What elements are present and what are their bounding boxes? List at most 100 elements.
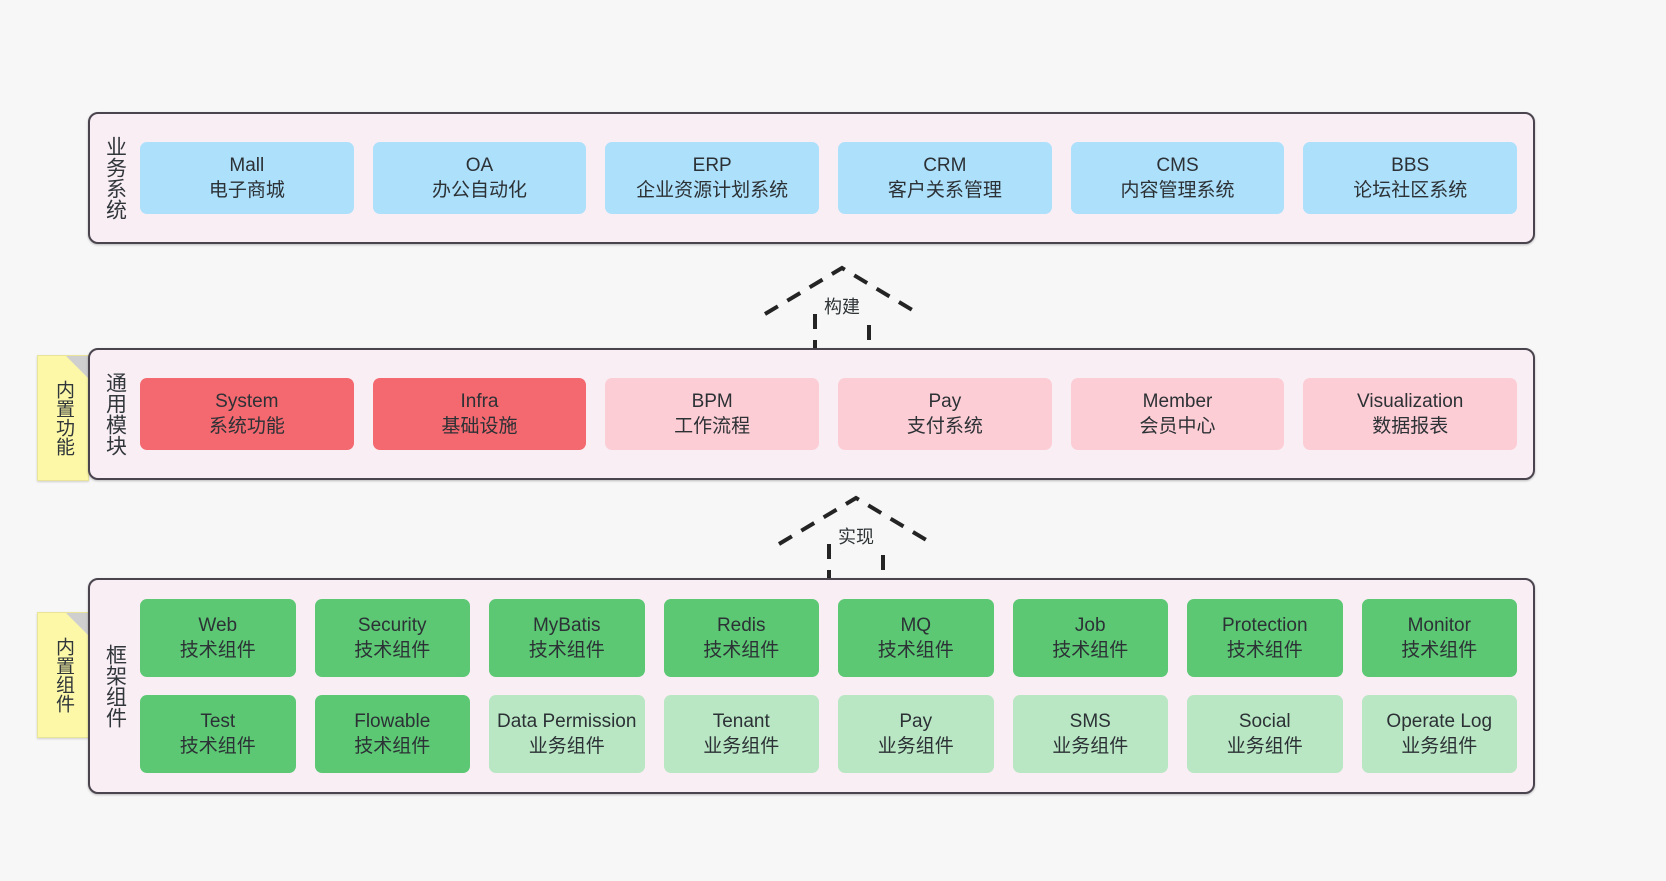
note-label: 内置功能 bbox=[53, 380, 74, 456]
card-name: Flowable bbox=[354, 711, 431, 732]
card-name: Protection bbox=[1221, 615, 1308, 636]
card-desc: 办公自动化 bbox=[432, 180, 528, 201]
card-desc: 业务组件 bbox=[1401, 736, 1478, 757]
layer-title-common: 通用模块 bbox=[103, 372, 127, 456]
note-label: 内置组件 bbox=[53, 637, 74, 713]
layer-title-frame: 框架组件 bbox=[103, 644, 127, 728]
card-pay-component[interactable]: Pay 业务组件 bbox=[838, 695, 994, 773]
card-desc: 工作流程 bbox=[674, 416, 751, 437]
card-web[interactable]: Web 技术组件 bbox=[140, 599, 296, 677]
layer-framework-components[interactable]: 框架组件 Web 技术组件 Security 技术组件 MyBatis 技术组件… bbox=[88, 578, 1535, 794]
card-desc: 客户关系管理 bbox=[887, 180, 1002, 201]
card-desc: 技术组件 bbox=[179, 736, 256, 757]
card-desc: 系统功能 bbox=[208, 416, 285, 437]
arrowhead-build bbox=[763, 265, 921, 316]
card-name: Job bbox=[1074, 615, 1106, 636]
card-name: Pay bbox=[928, 391, 962, 412]
card-operate-log[interactable]: Operate Log 业务组件 bbox=[1361, 695, 1517, 773]
card-erp[interactable]: ERP 企业资源计划系统 bbox=[605, 142, 820, 214]
card-desc: 技术组件 bbox=[877, 640, 954, 661]
layer-common-modules[interactable]: 通用模块 System 系统功能 Infra 基础设施 BPM 工作流程 Pay… bbox=[88, 348, 1535, 480]
arrow-shaft-build bbox=[813, 314, 871, 354]
card-desc: 会员中心 bbox=[1139, 416, 1216, 437]
note-builtin-features[interactable]: 内置功能 bbox=[37, 355, 89, 481]
arrow-shaft-realize bbox=[827, 544, 885, 584]
note-builtin-components[interactable]: 内置组件 bbox=[37, 612, 89, 738]
card-system[interactable]: System 系统功能 bbox=[140, 378, 354, 450]
card-bpm[interactable]: BPM 工作流程 bbox=[605, 378, 820, 450]
card-name: BBS bbox=[1391, 155, 1430, 176]
card-sms[interactable]: SMS 业务组件 bbox=[1012, 695, 1168, 773]
card-redis[interactable]: Redis 技术组件 bbox=[663, 599, 819, 677]
card-name: Infra bbox=[460, 391, 499, 412]
card-name: System bbox=[215, 391, 279, 412]
connector-build: 构建 bbox=[757, 258, 927, 358]
card-data-permission[interactable]: Data Permission 业务组件 bbox=[489, 695, 645, 773]
card-mall[interactable]: Mall 电子商城 bbox=[140, 142, 354, 214]
card-mybatis[interactable]: MyBatis 技术组件 bbox=[489, 599, 645, 677]
card-desc: 业务组件 bbox=[877, 736, 954, 757]
card-name: SMS bbox=[1069, 711, 1111, 732]
card-name: Social bbox=[1238, 711, 1291, 732]
card-row: Web 技术组件 Security 技术组件 MyBatis 技术组件 Redi… bbox=[140, 599, 1517, 677]
card-tenant[interactable]: Tenant 业务组件 bbox=[663, 695, 819, 773]
card-bbs[interactable]: BBS 论坛社区系统 bbox=[1303, 142, 1518, 214]
card-desc: 企业资源计划系统 bbox=[636, 180, 789, 201]
card-name: Security bbox=[357, 615, 427, 636]
layer-body-common: System 系统功能 Infra 基础设施 BPM 工作流程 Pay 支付系统… bbox=[140, 350, 1533, 478]
layer-title-business: 业务系统 bbox=[103, 136, 127, 220]
card-row: System 系统功能 Infra 基础设施 BPM 工作流程 Pay 支付系统… bbox=[140, 378, 1518, 450]
card-desc: 基础设施 bbox=[441, 416, 518, 437]
card-desc: 业务组件 bbox=[1226, 736, 1303, 757]
layer-body-business: Mall 电子商城 OA 办公自动化 ERP 企业资源计划系统 CRM 客户关系… bbox=[140, 114, 1533, 242]
card-name: Pay bbox=[899, 711, 933, 732]
card-row: Test 技术组件 Flowable 技术组件 Data Permission … bbox=[140, 695, 1517, 773]
card-mq[interactable]: MQ 技术组件 bbox=[838, 599, 994, 677]
card-row: Mall 电子商城 OA 办公自动化 ERP 企业资源计划系统 CRM 客户关系… bbox=[140, 142, 1518, 214]
card-desc: 技术组件 bbox=[1226, 640, 1303, 661]
card-name: BPM bbox=[691, 391, 733, 412]
card-test[interactable]: Test 技术组件 bbox=[140, 695, 296, 773]
card-desc: 业务组件 bbox=[1052, 736, 1129, 757]
card-name: CMS bbox=[1156, 155, 1199, 176]
card-cms[interactable]: CMS 内容管理系统 bbox=[1070, 142, 1285, 214]
card-name: OA bbox=[465, 155, 494, 176]
card-name: MQ bbox=[900, 615, 932, 636]
card-pay-module[interactable]: Pay 支付系统 bbox=[838, 378, 1052, 450]
card-desc: 支付系统 bbox=[906, 416, 983, 437]
card-name: ERP bbox=[692, 155, 732, 176]
card-desc: 电子商城 bbox=[208, 180, 285, 201]
card-desc: 业务组件 bbox=[528, 736, 605, 757]
card-protection[interactable]: Protection 技术组件 bbox=[1187, 599, 1343, 677]
card-desc: 论坛社区系统 bbox=[1353, 180, 1468, 201]
card-name: Member bbox=[1142, 391, 1213, 412]
card-flowable[interactable]: Flowable 技术组件 bbox=[314, 695, 470, 773]
card-crm[interactable]: CRM 客户关系管理 bbox=[838, 142, 1052, 214]
connector-label-realize: 实现 bbox=[838, 527, 874, 547]
card-name: Operate Log bbox=[1386, 711, 1493, 732]
card-member[interactable]: Member 会员中心 bbox=[1070, 378, 1285, 450]
connector-realize: 实现 bbox=[771, 488, 941, 588]
card-desc: 技术组件 bbox=[354, 736, 431, 757]
card-name: Monitor bbox=[1407, 615, 1471, 636]
card-social[interactable]: Social 业务组件 bbox=[1187, 695, 1343, 773]
layer-business-systems[interactable]: 业务系统 Mall 电子商城 OA 办公自动化 ERP 企业资源计划系统 CRM… bbox=[88, 112, 1535, 244]
card-monitor[interactable]: Monitor 技术组件 bbox=[1361, 599, 1517, 677]
card-security[interactable]: Security 技术组件 bbox=[314, 599, 470, 677]
card-desc: 内容管理系统 bbox=[1120, 180, 1235, 201]
arrowhead-realize bbox=[777, 495, 935, 546]
card-desc: 技术组件 bbox=[354, 640, 431, 661]
card-name: Redis bbox=[716, 615, 766, 636]
card-name: Test bbox=[200, 711, 236, 732]
layer-body-frame: Web 技术组件 Security 技术组件 MyBatis 技术组件 Redi… bbox=[140, 580, 1533, 792]
card-desc: 技术组件 bbox=[1052, 640, 1129, 661]
card-oa[interactable]: OA 办公自动化 bbox=[372, 142, 587, 214]
card-desc: 技术组件 bbox=[703, 640, 780, 661]
card-name: Tenant bbox=[712, 711, 770, 732]
card-name: CRM bbox=[923, 155, 967, 176]
card-job[interactable]: Job 技术组件 bbox=[1012, 599, 1168, 677]
card-infra[interactable]: Infra 基础设施 bbox=[372, 378, 587, 450]
card-visualization[interactable]: Visualization 数据报表 bbox=[1303, 378, 1518, 450]
card-name: Web bbox=[198, 615, 238, 636]
